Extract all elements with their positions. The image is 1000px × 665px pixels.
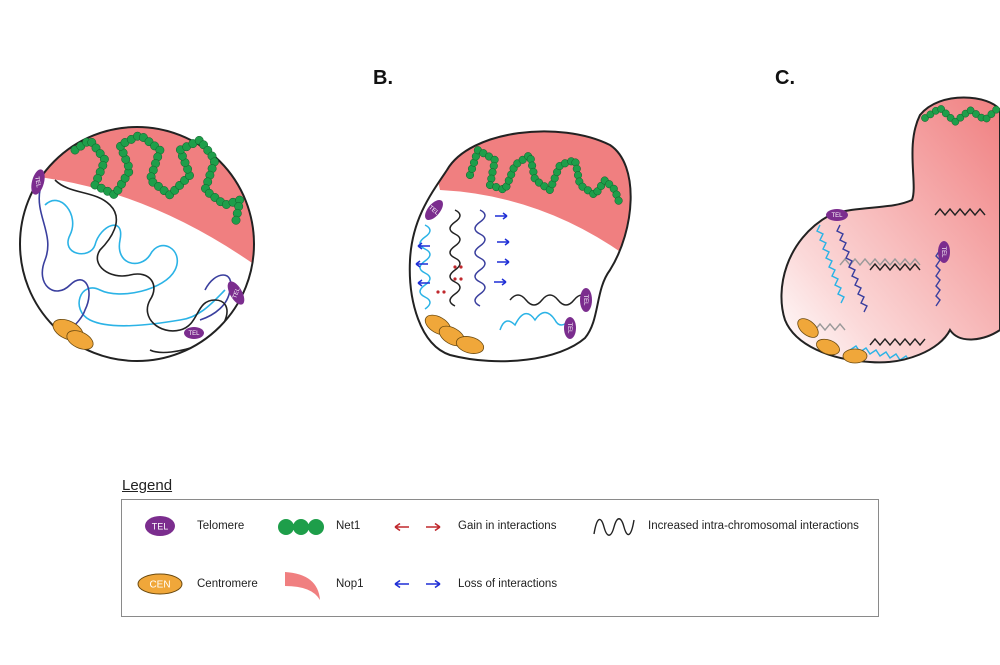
legend-loss-label: Loss of interactions <box>458 578 558 590</box>
svg-text:TEL: TEL <box>33 176 41 189</box>
panel-a-telomere-3: TEL <box>184 327 204 339</box>
panel-b-telomere-1: TEL <box>425 200 443 220</box>
panel-b-label: B. <box>373 67 393 89</box>
net1-bead <box>921 114 929 122</box>
panel-b-net1-beads <box>465 146 623 205</box>
panel-a-net1-beads <box>70 131 245 225</box>
panel-b-gain-marks <box>436 265 463 294</box>
squiggle-icon <box>593 518 635 536</box>
panel-a-chromatin-light <box>44 199 226 327</box>
net1-bead <box>951 117 960 126</box>
panel-c-net1-beads <box>921 105 1000 126</box>
legend-net1-label: Net1 <box>336 520 361 532</box>
svg-text:CEN: CEN <box>149 580 170 591</box>
panel-b-telomere-3: TEL <box>564 317 576 339</box>
panel-b-loss-arrows <box>415 212 510 287</box>
panel-a-telomere-1: TEL <box>31 169 45 195</box>
panel-b-telomere-2: TEL <box>580 288 592 312</box>
net1-icon <box>278 519 324 535</box>
panel-a-nucleus: TEL TEL TEL <box>19 126 255 362</box>
legend-gain-label: Gain in interactions <box>458 520 557 532</box>
telomere-icon: TEL <box>145 516 175 536</box>
svg-text:TEL: TEL <box>188 331 200 337</box>
panel-c-chromatin-black <box>869 207 986 347</box>
panel-c-telomere-2: TEL <box>938 241 950 263</box>
net1-bead <box>992 105 1000 114</box>
legend-box <box>121 499 879 617</box>
svg-text:TEL: TEL <box>566 322 572 334</box>
panel-b-centromere <box>424 314 485 354</box>
svg-text:TEL: TEL <box>582 294 588 306</box>
panel-a-centromere <box>52 319 94 350</box>
nop1-icon <box>285 572 320 600</box>
net1-bead <box>972 110 980 118</box>
net1-bead <box>614 196 623 205</box>
legend-centromere-label: Centromere <box>197 578 258 590</box>
panel-c-label: C. <box>775 67 795 89</box>
net1-bead <box>231 215 241 225</box>
loss-arrow-icon <box>394 579 441 589</box>
panel-c-centromere <box>797 318 868 364</box>
gain-arrow-icon <box>394 522 441 532</box>
panel-c-nucleus: TEL TEL <box>780 96 1000 364</box>
panel-b-chromatin-light <box>419 224 571 331</box>
centromere-icon: CEN <box>137 573 183 595</box>
svg-text:TEL: TEL <box>152 522 169 532</box>
net1-bead <box>937 105 945 113</box>
legend-intra-label: Increased intra-chromosomal interactions <box>648 520 859 532</box>
net1-bead <box>956 113 965 122</box>
panel-c-telomere-1: TEL <box>826 209 848 221</box>
net1-bead <box>987 110 996 118</box>
net1-bead <box>941 109 950 118</box>
svg-text:TEL: TEL <box>940 246 946 258</box>
net1-bead <box>982 114 991 123</box>
panel-b-chromatin-dark <box>474 209 486 307</box>
legend-title: Legend <box>122 477 173 494</box>
panel-c-chromatin-dark <box>836 224 941 313</box>
legend-telomere-label: Telomere <box>197 520 245 532</box>
net1-bead <box>966 106 975 115</box>
net1-bead <box>926 110 935 119</box>
legend-nop1-label: Nop1 <box>336 578 364 590</box>
panel-a-telomere-2: TEL <box>227 281 245 305</box>
panel-c-chromatin-gray <box>814 257 921 332</box>
svg-text:TEL: TEL <box>831 213 843 219</box>
panel-b-nucleus: TEL TEL TEL <box>408 130 632 363</box>
svg-text:TEL: TEL <box>232 287 242 300</box>
panel-b-chromatin-black <box>449 209 591 307</box>
